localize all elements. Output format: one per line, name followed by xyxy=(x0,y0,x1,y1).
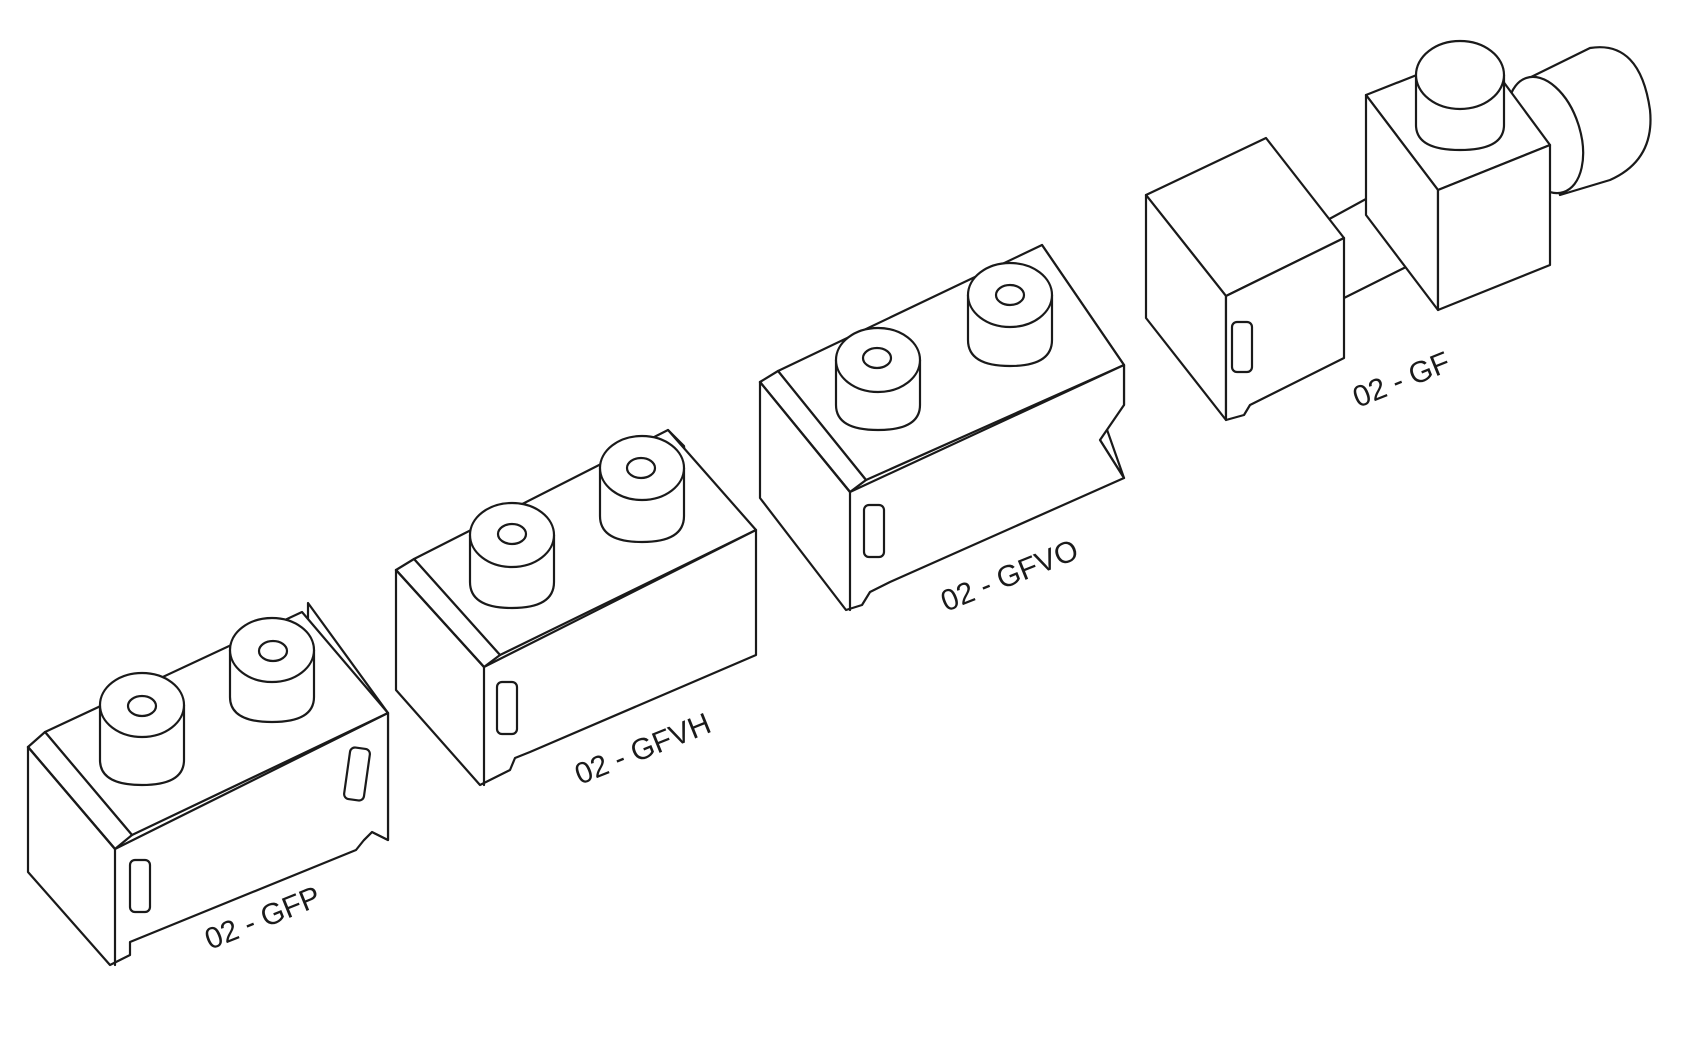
gf-slot-front xyxy=(1230,320,1254,374)
gfp-slot-end xyxy=(343,746,371,802)
part-gfvh: 02 - GFVH xyxy=(394,428,758,791)
gfp-side-face xyxy=(26,711,390,967)
gf-small-block-side xyxy=(1436,143,1552,312)
gfp-bushing-right-bore xyxy=(257,639,289,663)
gfvh-bevel-line xyxy=(394,568,486,787)
gfvo-bushing-right-bore xyxy=(994,283,1026,307)
gfvh-side-face xyxy=(394,528,758,787)
gfvh-slot-front xyxy=(495,680,519,736)
gfp-bevel-line xyxy=(26,745,117,967)
gfvo-bushing-left-bore xyxy=(861,346,893,370)
part-gfvo: 02 - GFVO xyxy=(758,243,1126,618)
gfvh-bushing-right-bore xyxy=(625,456,657,480)
part-gf: 02 - GF xyxy=(1144,39,1652,422)
gf-big-block-side xyxy=(1224,236,1346,422)
gf-cap-top xyxy=(1414,39,1506,111)
gfvo-slot-front xyxy=(862,503,886,559)
gf-label: 02 - GF xyxy=(1348,346,1455,415)
gfvh-bushing-left-bore xyxy=(496,522,528,546)
gfvo-bevel-line xyxy=(758,380,852,612)
gfp-bushing-left-bore xyxy=(126,694,158,718)
part-gfp: 02 - GFP xyxy=(26,601,390,967)
gfp-slot-front xyxy=(128,858,152,914)
